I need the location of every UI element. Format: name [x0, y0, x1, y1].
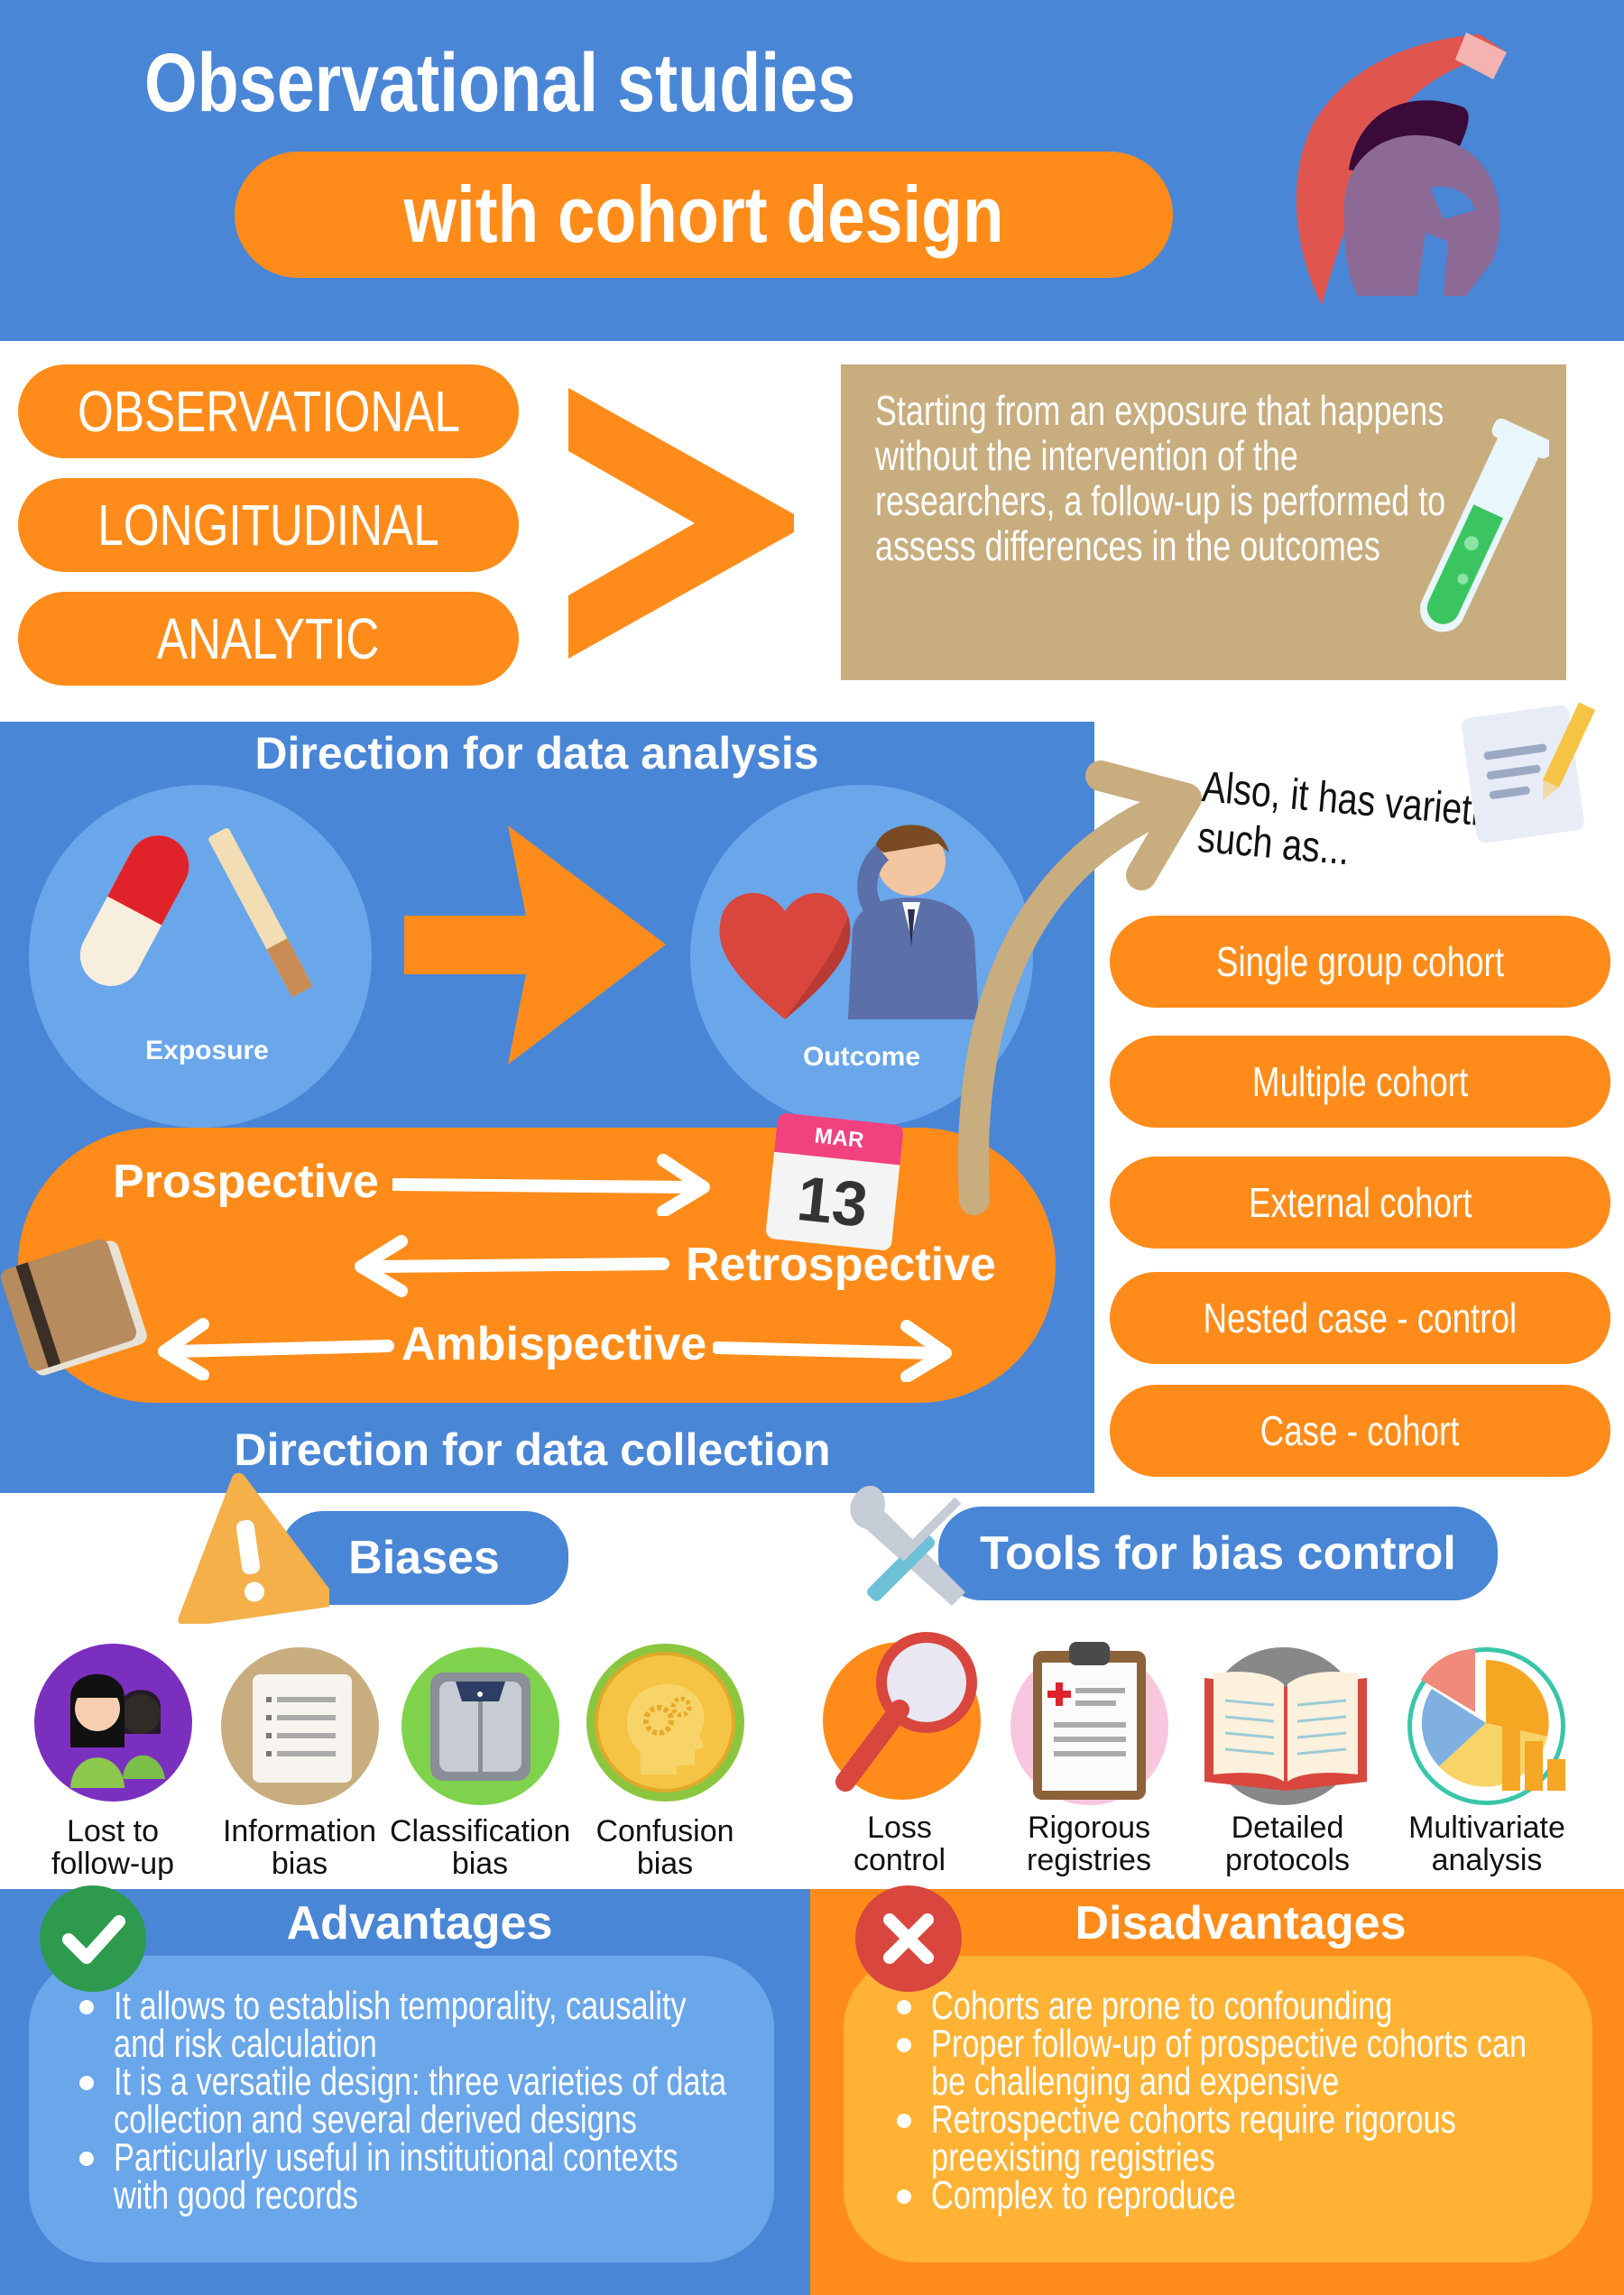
- cross-badge: [855, 1885, 962, 1992]
- disadvantage-item: Retrospective cohorts require rigorous p…: [891, 2100, 1559, 2178]
- variety-single-group-cohort: Single group cohort: [1110, 916, 1610, 1008]
- advantage-item: Particularly useful in institutional con…: [74, 2138, 733, 2216]
- note-pencil-icon: [1462, 702, 1595, 843]
- characteristic-observational: OBSERVATIONAL: [18, 364, 519, 458]
- ambispective-left-arrow-icon: [158, 1318, 394, 1380]
- advantage-item: It allows to establish temporality, caus…: [74, 1986, 733, 2064]
- tools-title: Tools for bias control: [938, 1507, 1498, 1600]
- characteristic-analytic: ANALYTIC: [18, 592, 519, 686]
- advantages-box: [29, 1956, 774, 2263]
- variety-external-cohort: External cohort: [1110, 1157, 1610, 1249]
- ambispective-label: Ambispective: [401, 1318, 707, 1370]
- advantages-title: Advantages: [286, 1897, 553, 1949]
- wrench-screwdriver-icon: [850, 1485, 965, 1606]
- disadvantage-item: Complex to reproduce: [891, 2176, 1559, 2216]
- close-icon: [883, 1913, 934, 1964]
- advantages-list: It allows to establish temporality, caus…: [74, 1986, 733, 2216]
- collection-heading: Direction for data collection: [234, 1424, 831, 1475]
- check-badge: [40, 1885, 146, 1992]
- magnifier-icon: [835, 1632, 977, 1792]
- prospective-arrow-icon: [392, 1154, 710, 1216]
- document-icon: [253, 1674, 352, 1783]
- pill-cigarette-icon: [79, 827, 313, 998]
- people-icon: [70, 1673, 165, 1788]
- characteristic-longitudinal: LONGITUDINAL: [18, 478, 519, 572]
- test-tube-icon: [1420, 419, 1549, 632]
- description-box: Starting from an exposure that happens w…: [841, 364, 1566, 680]
- subtitle-pill: with cohort design: [235, 152, 1173, 278]
- brain-gears-icon: [595, 1652, 735, 1793]
- exposure-label: Exposure: [145, 1036, 269, 1065]
- ambispective-right-arrow-icon: [713, 1320, 952, 1382]
- clipboard-icon: [1033, 1642, 1146, 1800]
- heart-person-icon: [719, 825, 979, 1019]
- description-text: Starting from an exposure that happens w…: [875, 387, 1446, 569]
- greater-than-arrow-icon: [568, 388, 794, 659]
- disadvantage-item: Proper follow-up of prospective cohorts …: [891, 2024, 1559, 2102]
- calendar-icon: MAR 13: [765, 1112, 904, 1251]
- retrospective-arrow-icon: [355, 1235, 669, 1297]
- right-arrow-icon: [404, 825, 666, 1065]
- helmet-icon: [1296, 32, 1507, 305]
- disadvantages-list: Cohorts are prone to confounding Proper …: [891, 1986, 1559, 2216]
- calendar-day: 13: [765, 1151, 900, 1251]
- advantage-item: It is a versatile design: three varietie…: [74, 2062, 733, 2140]
- analysis-heading: Direction for data analysis: [254, 728, 819, 779]
- prospective-label: Prospective: [113, 1156, 379, 1208]
- variety-case-cohort: Case - cohort: [1110, 1385, 1610, 1477]
- page-title: Observational studies: [144, 37, 856, 129]
- variety-multiple-cohort: Multiple cohort: [1110, 1036, 1610, 1128]
- check-icon: [62, 1915, 125, 1964]
- warning-icon: [178, 1472, 329, 1624]
- pie-chart-icon: [1421, 1649, 1565, 1791]
- disadvantages-title: Disadvantages: [1075, 1897, 1407, 1949]
- outcome-label: Outcome: [802, 1042, 921, 1072]
- page-subtitle: with cohort design: [403, 170, 1004, 259]
- disadvantage-item: Cohorts are prone to confounding: [891, 1986, 1559, 2026]
- variety-nested-case-control: Nested case - control: [1110, 1272, 1610, 1364]
- header-banner: Observational studies with cohort design: [0, 0, 1624, 341]
- curved-arrow-icon: [957, 760, 1202, 1215]
- disadvantages-box: [844, 1956, 1592, 2263]
- scale-icon: [430, 1673, 531, 1781]
- retrospective-label: Retrospective: [686, 1239, 996, 1291]
- open-book-icon: [1204, 1672, 1367, 1791]
- book-icon: [0, 1239, 147, 1376]
